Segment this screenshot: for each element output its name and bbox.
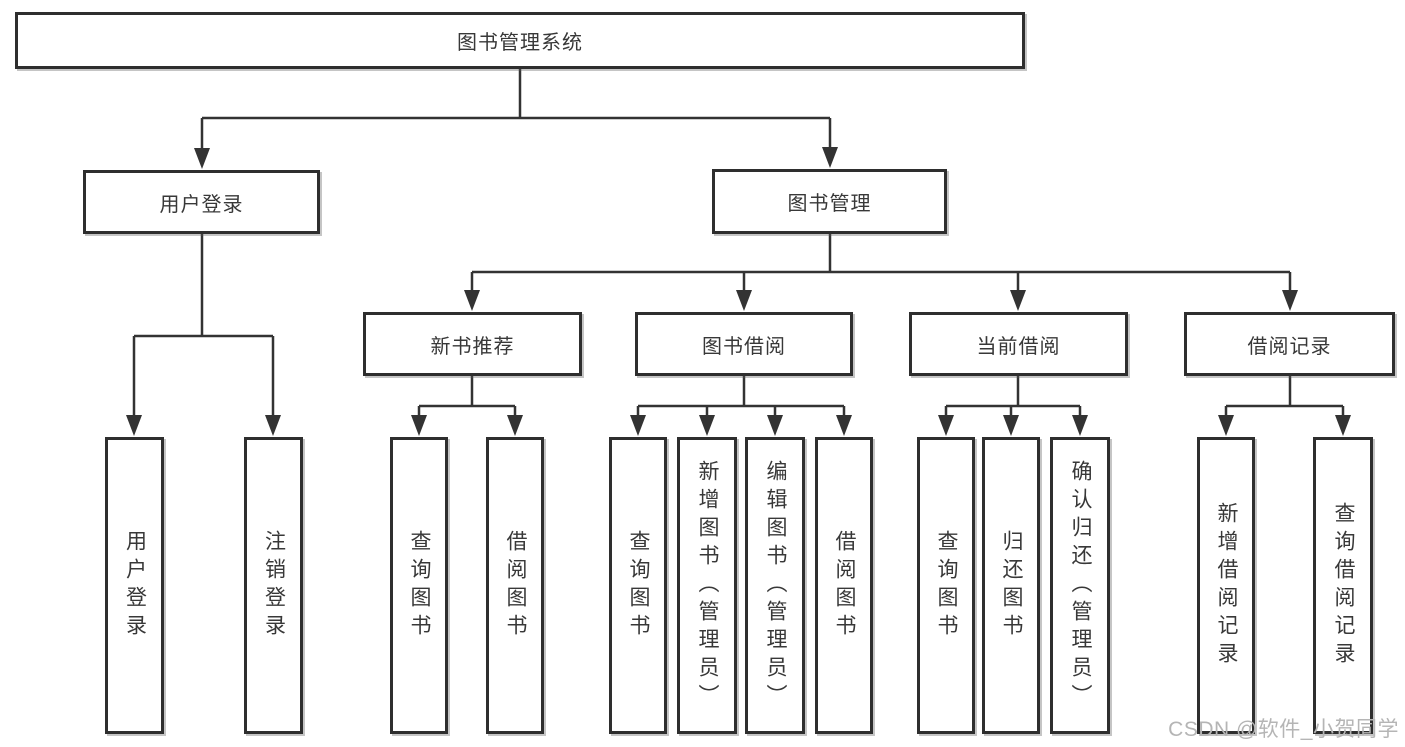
leaf-add-books-admin: 新增图书（管理员） [677, 437, 737, 734]
leaf-query-books-borrowing: 查询图书 [609, 437, 667, 734]
leaf-edit-books-admin: 编辑图书（管理员） [745, 437, 805, 734]
leaf-return-books: 归还图书 [982, 437, 1040, 734]
leaf-logout-login: 注销登录 [244, 437, 303, 734]
leaf-query-books-recommend: 查询图书 [390, 437, 448, 734]
leaf-query-books-current: 查询图书 [917, 437, 975, 734]
node-new-book-recommendation: 新书推荐 [363, 312, 582, 376]
node-book-borrowing: 图书借阅 [635, 312, 853, 376]
leaf-borrow-books-borrowing: 借阅图书 [815, 437, 873, 734]
node-user-login: 用户登录 [83, 170, 320, 234]
tree-edges [132, 69, 1345, 417]
node-current-borrowing: 当前借阅 [909, 312, 1128, 376]
leaf-borrow-books-recommend: 借阅图书 [486, 437, 544, 734]
node-library-management-system: 图书管理系统 [15, 12, 1025, 69]
arrowheads [126, 147, 1351, 436]
node-borrowing-records: 借阅记录 [1184, 312, 1395, 376]
leaf-user-login: 用户登录 [105, 437, 164, 734]
watermark: CSDN @软件_小贺同学 [1168, 718, 1399, 741]
node-book-management: 图书管理 [712, 169, 947, 234]
leaf-confirm-return-admin: 确认归还（管理员） [1050, 437, 1110, 734]
leaf-query-borrow-record: 查询借阅记录 [1313, 437, 1373, 734]
leaf-add-borrow-record: 新增借阅记录 [1197, 437, 1255, 734]
